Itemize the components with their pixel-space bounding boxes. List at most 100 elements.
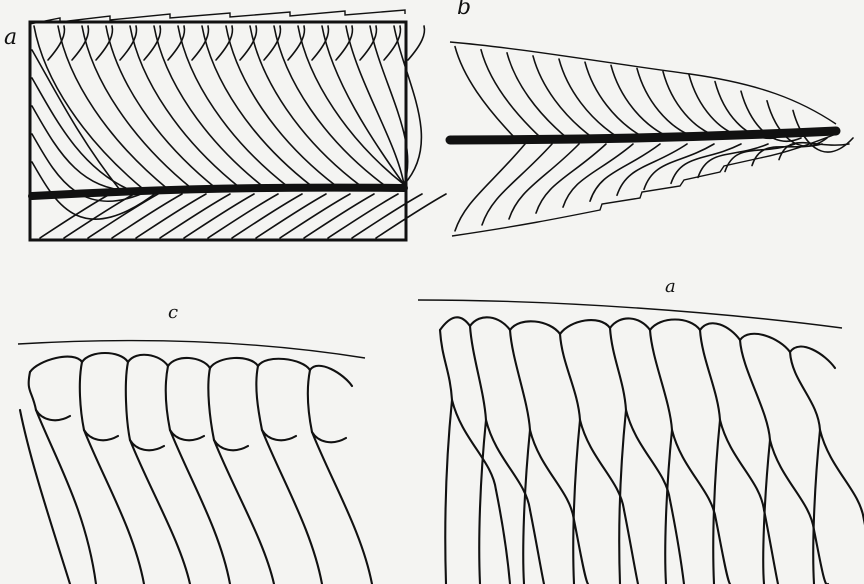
cell-wall	[262, 430, 322, 584]
cell-wall	[813, 430, 820, 584]
vein-line	[370, 26, 408, 185]
cell-wall	[128, 355, 168, 366]
panel-c-margin	[18, 341, 365, 358]
cell-wall	[30, 357, 82, 372]
cell-wall	[763, 440, 770, 584]
cell-wall	[510, 321, 560, 334]
cell-wall	[452, 400, 496, 490]
cell-wall	[470, 326, 486, 420]
cell-wall	[626, 410, 670, 500]
panel-label-a-top: a	[4, 25, 17, 50]
cell-wall	[610, 318, 650, 330]
cell-wall	[130, 440, 164, 450]
cell-wall	[440, 317, 470, 330]
cell-wall	[256, 366, 262, 430]
panel-a-top-left: a	[4, 10, 446, 240]
vein-line	[482, 144, 552, 225]
cell-wall	[650, 320, 700, 331]
panel-c-cells	[20, 353, 372, 584]
cell-wall	[573, 420, 580, 584]
cell-wall	[790, 352, 820, 430]
cell-wall	[496, 490, 510, 584]
panel-a-bottom-right: a	[418, 276, 864, 584]
cell-wall	[820, 430, 864, 520]
cell-wall	[624, 510, 638, 584]
vein-line	[507, 53, 567, 138]
cell-wall	[486, 420, 530, 510]
cell-wall	[445, 400, 452, 584]
cell-wall	[740, 334, 790, 352]
cell-wall	[210, 358, 258, 368]
cell-wall	[560, 320, 610, 334]
vein-line	[536, 144, 606, 213]
cell-wall	[312, 432, 346, 442]
cell-wall	[619, 410, 626, 584]
panel-b-veins-lower	[455, 143, 849, 231]
cell-wall	[84, 430, 118, 440]
cell-wall	[312, 432, 372, 584]
panel-c-bottom-left: c	[18, 302, 372, 584]
cell-wall	[610, 328, 626, 410]
vein-line	[585, 62, 645, 138]
cell-wall	[126, 362, 130, 440]
cell-wall	[770, 440, 814, 530]
cell-wall	[82, 353, 128, 362]
cell-wall	[713, 420, 720, 584]
cell-wall	[20, 410, 70, 584]
panel-b-midrib	[450, 131, 836, 140]
cell-wall	[720, 420, 764, 510]
cell-wall	[470, 317, 510, 330]
cell-wall	[36, 410, 70, 420]
cell-wall	[580, 420, 624, 510]
cell-wall	[310, 366, 352, 386]
vein-line	[663, 72, 723, 138]
cell-wall	[208, 368, 214, 440]
cell-wall	[80, 362, 84, 430]
cell-wall	[440, 330, 452, 400]
cell-wall	[814, 530, 828, 584]
cell-wall	[700, 330, 720, 420]
cell-wall	[530, 510, 544, 584]
cell-wall	[166, 366, 170, 430]
cell-wall	[790, 347, 835, 368]
cell-wall	[170, 430, 204, 440]
cell-wall	[672, 430, 716, 520]
vein-line	[455, 144, 525, 231]
cell-wall	[308, 370, 312, 432]
vein-line	[617, 144, 687, 195]
vein-line	[533, 56, 593, 138]
panel-label-c: c	[168, 302, 178, 323]
panel-label-a-bottom: a	[665, 276, 676, 297]
cell-wall	[479, 420, 486, 584]
cell-wall	[214, 440, 248, 450]
vein-line	[611, 65, 671, 138]
cell-wall	[670, 500, 684, 584]
cell-wall	[740, 340, 770, 440]
vein-line	[408, 26, 424, 60]
vein-line	[563, 144, 633, 207]
cell-wall	[258, 359, 310, 370]
vein-line	[698, 144, 768, 177]
cell-wall	[168, 358, 210, 368]
vein-line	[590, 144, 660, 201]
cell-wall	[214, 440, 274, 584]
panel-b-top-right: b	[450, 0, 853, 236]
cell-wall	[574, 520, 588, 584]
panel-a-bottom-margin	[418, 300, 842, 328]
cell-wall	[170, 430, 230, 584]
vein-line	[559, 59, 619, 138]
vein-line	[689, 75, 749, 138]
panel-a-bottom-cells	[440, 317, 864, 584]
vein-line	[637, 68, 697, 138]
cell-wall	[530, 430, 574, 520]
cell-wall	[29, 372, 36, 410]
cell-wall	[262, 430, 296, 440]
cell-wall	[700, 323, 740, 340]
vein-line	[509, 144, 579, 219]
cell-wall	[764, 510, 778, 584]
cell-wall	[560, 334, 580, 420]
panel-label-b: b	[457, 0, 471, 20]
cell-wall	[650, 330, 672, 430]
cell-wall	[510, 330, 530, 430]
